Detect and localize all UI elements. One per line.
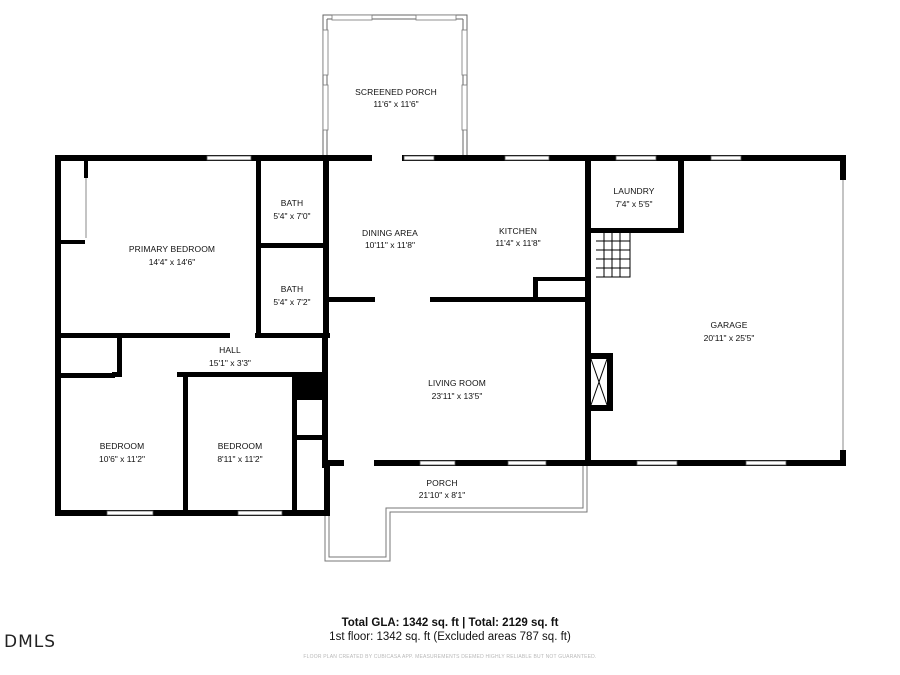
primary-bedroom-dim: 14'4" x 14'6": [149, 257, 196, 267]
porch-outline: [324, 463, 588, 562]
garage-name: GARAGE: [711, 320, 748, 330]
primary-bedroom-name: PRIMARY BEDROOM: [129, 244, 215, 254]
total-area-summary: Total GLA: 1342 sq. ft | Total: 2129 sq.…: [341, 617, 559, 629]
porch-dim: 21'10" x 8'1": [419, 490, 466, 500]
screened-porch-windows: [322, 14, 468, 131]
bedroom1-name: BEDROOM: [100, 441, 145, 451]
bath2-dim: 5'4" x 7'2": [273, 297, 310, 307]
bedroom2-name: BEDROOM: [218, 441, 263, 451]
room-labels: SCREENED PORCH 11'6" x 11'6" PRIMARY BED…: [99, 87, 754, 500]
kitchen-name: KITCHEN: [499, 226, 537, 236]
door-openings: [84, 155, 846, 466]
dining-area-name: DINING AREA: [362, 228, 418, 238]
dmls-logo: DMLS: [4, 632, 57, 652]
bath1-dim: 5'4" x 7'0": [273, 211, 310, 221]
living-room-dim: 23'11" x 13'5": [432, 391, 483, 401]
stairs: [596, 231, 631, 278]
bath1-name: BATH: [281, 198, 303, 208]
windows: [106, 155, 787, 516]
hall-name: HALL: [219, 345, 241, 355]
bedroom1-dim: 10'6" x 11'2": [99, 454, 145, 464]
garage-door-line: [85, 178, 844, 450]
porch-name: PORCH: [426, 478, 457, 488]
living-room-name: LIVING ROOM: [428, 378, 486, 388]
garage-dim: 20'11" x 25'5": [704, 333, 755, 343]
screened-porch-name: SCREENED PORCH: [355, 87, 437, 97]
walls: [55, 155, 846, 516]
laundry-name: LAUNDRY: [613, 186, 654, 196]
fireplace: [585, 353, 613, 411]
kitchen-dim: 11'4" x 11'8": [495, 238, 540, 248]
disclaimer-text: FLOOR PLAN CREATED BY CUBICASA APP. MEAS…: [303, 654, 597, 660]
bedroom2-dim: 8'11" x 11'2": [217, 454, 262, 464]
bath2-name: BATH: [281, 284, 303, 294]
dining-area-dim: 10'11" x 11'8": [365, 240, 415, 250]
laundry-dim: 7'4" x 5'5": [615, 199, 652, 209]
hall-dim: 15'1" x 3'3": [209, 358, 251, 368]
screened-porch-dim: 11'6" x 11'6": [373, 99, 418, 109]
floor-area-summary: 1st floor: 1342 sq. ft (Excluded areas 7…: [329, 631, 571, 643]
